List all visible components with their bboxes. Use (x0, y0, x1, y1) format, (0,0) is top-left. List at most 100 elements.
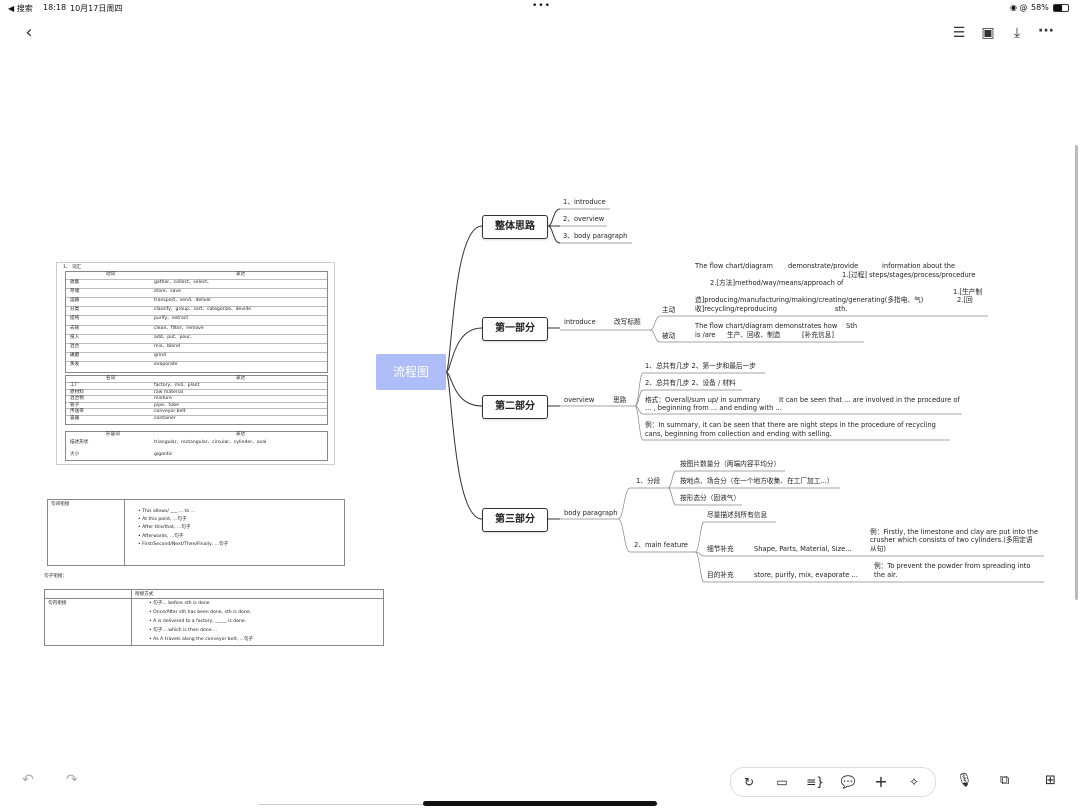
clause-header: 衔接方式 (135, 592, 154, 597)
outline-list-icon[interactable]: ☰ (952, 25, 966, 41)
noun-row-term: 容器 (70, 416, 80, 421)
battery-icon (1053, 4, 1069, 12)
feature-purpose[interactable]: 目的补充 (707, 571, 734, 579)
verb-row-term: 蒸发 (70, 361, 80, 367)
table-row-divider (66, 351, 327, 353)
mindmap-root[interactable]: 流程图 (376, 354, 446, 390)
segment-by-count[interactable]: 按图片数量分（两端内容平均分） (680, 460, 781, 468)
branch-part-one[interactable]: 第一部分 (482, 317, 548, 341)
table-row-divider (66, 408, 327, 410)
home-indicator[interactable] (423, 801, 657, 806)
vertical-scrollbar[interactable] (1075, 145, 1078, 600)
part-one-introduce[interactable]: introduce (564, 318, 596, 326)
sentence-bullet-item: • This allows/ ___ ... to ... (138, 509, 195, 514)
more-icon[interactable]: ··· (1038, 23, 1054, 39)
part-one-rewrite-title[interactable]: 改写标题 (614, 318, 641, 326)
noun-row-term: 传送带 (70, 409, 84, 415)
part-two-d1[interactable]: 1、总共有几步 2、第一步和最后一步 (645, 362, 756, 370)
vocab-section-label: 1、 词汇 (63, 265, 82, 270)
passive-line1b: Sth (846, 322, 858, 330)
part-two-d2[interactable]: 2、总共有几步 2、设备 / 材料 (645, 379, 736, 387)
add-child-node-icon[interactable]: ⧉ (1000, 773, 1010, 788)
table-row-divider (66, 333, 327, 335)
verb-row-term: 提纯 (70, 316, 80, 322)
status-time: 18:18 (43, 3, 67, 12)
overall-item-2[interactable]: 2、overview (563, 215, 605, 223)
adj-row-2-expr: gigantic (154, 452, 173, 457)
ai-sparkle-icon[interactable]: ✧ (908, 775, 920, 789)
feature-purpose-example-2: the air. (874, 571, 898, 579)
table-row-divider (66, 342, 327, 344)
save-icon[interactable]: ▣ (981, 25, 995, 41)
part-three-body[interactable]: body paragraph (564, 509, 618, 517)
part-two-approach[interactable]: 思路 (613, 396, 627, 404)
feature-detail-items: Shape, Parts, Material, Size... (754, 545, 852, 553)
active-line1a: The flow chart/diagram (695, 262, 773, 270)
part-two-d3a[interactable]: 格式：Overall/sum up/ in summary (645, 396, 761, 404)
active-line1c: information about the (882, 262, 956, 270)
clause-table-divider (131, 590, 132, 645)
verb-row-expr: clean、filter、remove (154, 325, 204, 331)
clause-bullet-item: • 句子... which is then done ... (149, 628, 218, 633)
speech-bubble-icon[interactable]: 💬 (840, 775, 856, 789)
add-sibling-node-icon[interactable]: ⊞ (1045, 773, 1056, 788)
feature-detail[interactable]: 细节补充 (707, 545, 734, 553)
verb-row-term: 投入 (70, 334, 80, 340)
part-one-active[interactable]: 主动 (662, 306, 676, 314)
clause-label: 句内衔接 (48, 601, 67, 606)
branch-part-two[interactable]: 第二部分 (482, 395, 548, 419)
back-chevron-icon[interactable]: ‹ (25, 22, 33, 43)
sentence-table-label: 句间衔接 (51, 502, 70, 507)
summary-bracket-icon[interactable]: ≡} (806, 775, 824, 789)
segment-by-state[interactable]: 按形态分（固液气） (680, 494, 741, 502)
part-one-passive[interactable]: 被动 (662, 332, 676, 340)
connector-icon[interactable]: ↻ (743, 775, 755, 789)
verb-row-term: 碾磨 (70, 352, 80, 358)
branch-overall[interactable]: 整体思路 (482, 215, 548, 239)
undo-icon[interactable]: ↶ (22, 772, 34, 788)
noun-row-expr: mixture (154, 396, 172, 402)
passive-line2c: [补充信息] (802, 331, 834, 339)
part-two-overview[interactable]: overview (564, 396, 595, 404)
redo-icon[interactable]: ↷ (66, 772, 78, 788)
verb-row-expr: transport、send、deliver (154, 298, 212, 304)
noun-row-expr: conveyor belt (154, 409, 186, 415)
clause-bullet-item: • Once/After sth has been done, sth is d… (149, 610, 252, 615)
microphone-icon[interactable]: 🎙 (956, 773, 973, 788)
download-icon[interactable]: ⤓ (1013, 25, 1021, 41)
status-back-app[interactable]: ◀ 搜索 (8, 4, 33, 13)
sentence-bullet-item: • At this point, ...句子 (138, 517, 187, 523)
multitask-dots-icon[interactable]: ••• (532, 1, 551, 11)
overall-item-1[interactable]: 1、introduce (563, 198, 606, 206)
table-row-divider (66, 388, 327, 390)
active-line4a: 1.[生产制 (953, 288, 983, 296)
verb-row-term: 混合 (70, 343, 80, 349)
part-three-segment[interactable]: 1、分段 (636, 477, 661, 485)
wifi-icon: ◉ @ (1010, 3, 1028, 12)
clause-bullet-item: • A is delivered to a factory, _____ is … (149, 619, 247, 624)
add-icon[interactable]: + (874, 772, 888, 791)
clause-table-image[interactable]: 衔接方式 句内衔接 • 句子... before sth is done• On… (44, 589, 384, 646)
active-line5: 造]producing/manufacturing/making/creatin… (695, 296, 924, 304)
comment-box-icon[interactable]: ▭ (776, 775, 788, 789)
table-row-divider (66, 306, 327, 308)
verb-row-term: 去除 (70, 325, 80, 331)
sentence-table-image[interactable]: 句间衔接 • This allows/ ___ ... to ... • At t… (47, 499, 345, 566)
branch-part-three[interactable]: 第三部分 (482, 508, 548, 532)
feature-describe-all[interactable]: 尽量描述到所有信息 (707, 511, 768, 519)
noun-row-term: 混合物 (70, 396, 84, 402)
overall-item-3[interactable]: 3、body paragraph (563, 232, 628, 240)
adj-row-2-term: 大小 (70, 452, 80, 457)
part-two-d4a[interactable]: 例：In summary, it can be seen that there … (645, 421, 936, 429)
table-row-divider (66, 360, 327, 362)
segment-by-place[interactable]: 按地点、场合分（在一个地方收集、在工厂加工...） (680, 477, 834, 485)
clause-bullet-item: • As A travels along the conveyor belt, … (149, 637, 254, 642)
verb-header-col1: 动词 (106, 272, 116, 277)
table-row-divider (66, 279, 327, 280)
part-three-main-feature[interactable]: 2、main feature (634, 541, 688, 549)
verb-row-expr: grind (154, 352, 166, 358)
